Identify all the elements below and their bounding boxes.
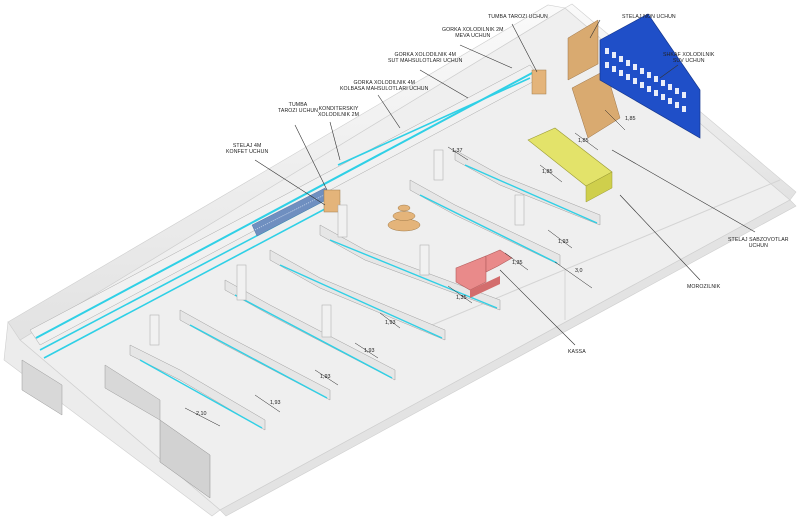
- shelf-cyan-strips: [139, 164, 598, 429]
- scale-stand-right: [531, 69, 547, 95]
- dim-9: 1,93: [385, 320, 396, 326]
- water-fridge-cabinet: [599, 13, 701, 139]
- dim-8: 1,35: [456, 295, 467, 301]
- dim-12: 1,93: [270, 400, 281, 406]
- label-gorka-2m-meva: GORKA XOLODILNIK 2M MEVA UCHUN: [442, 27, 504, 40]
- dim-4: 1,37: [452, 148, 463, 154]
- dim-11: 1,93: [320, 374, 331, 380]
- dimension-values: 1,85 1,85 1,85 1,37 1,93 1,35 3,0 1,35 1…: [196, 116, 636, 417]
- label-tumba-tarozi-left: TUMBA TAROZI UCHUN: [278, 102, 319, 115]
- label-konditerskiy: KONDITERSKIY XOLODILNIK 2M: [318, 106, 360, 119]
- label-kassa: KASSA: [568, 349, 586, 355]
- dimension-arrows: [184, 109, 626, 427]
- dim-1: 1,85: [625, 116, 636, 122]
- dim-7: 3,0: [575, 268, 583, 274]
- dim-10: 1,93: [364, 348, 375, 354]
- dim-2: 1,85: [578, 138, 589, 144]
- dim-13: 2,10: [196, 411, 207, 417]
- label-stelaj-sabzavot: STELAJ SABZOVOTLAR UCHUN: [728, 237, 789, 250]
- label-tumba-tarozi-top: TUMBA TAROZI UCHUN: [488, 14, 548, 20]
- bread-shelves: [567, 19, 621, 139]
- label-stelaj-konfet: STELAJ 4M KONFET UCHUN: [226, 143, 269, 156]
- shelf-rows: [129, 149, 601, 431]
- label-gorka-4m-kolbasa: GORKA XOLODILNIK 4M KOLBASA MAHSULOTLARI…: [340, 80, 429, 93]
- fruit-display-stand: [387, 204, 421, 232]
- front-wall-left: [3, 321, 221, 517]
- scale-stand-left: [323, 189, 341, 213]
- label-stelaj-non: STELAJ NON UCHUN: [622, 14, 676, 20]
- dim-3: 1,85: [542, 169, 553, 175]
- label-gorka-4m-sut: GORKA XOLODILNIK 4M SUT MAHSULOTLARI UCH…: [388, 52, 463, 65]
- dim-6: 1,35: [512, 260, 523, 266]
- leader-lines: [254, 19, 756, 346]
- front-wall-right: [219, 199, 797, 517]
- partition-wall: [419, 179, 781, 331]
- shelf-end-posts: [149, 149, 525, 346]
- front-cabinets-left: [21, 359, 211, 499]
- produce-counter: [527, 127, 613, 203]
- cashier-desk: [455, 249, 513, 298]
- label-morozilnik: MOROZILNIK: [687, 284, 721, 290]
- label-shkaf-suv: SHKAF XOLODILNIK SUV UCHUN: [663, 52, 715, 65]
- dim-5: 1,93: [558, 239, 569, 245]
